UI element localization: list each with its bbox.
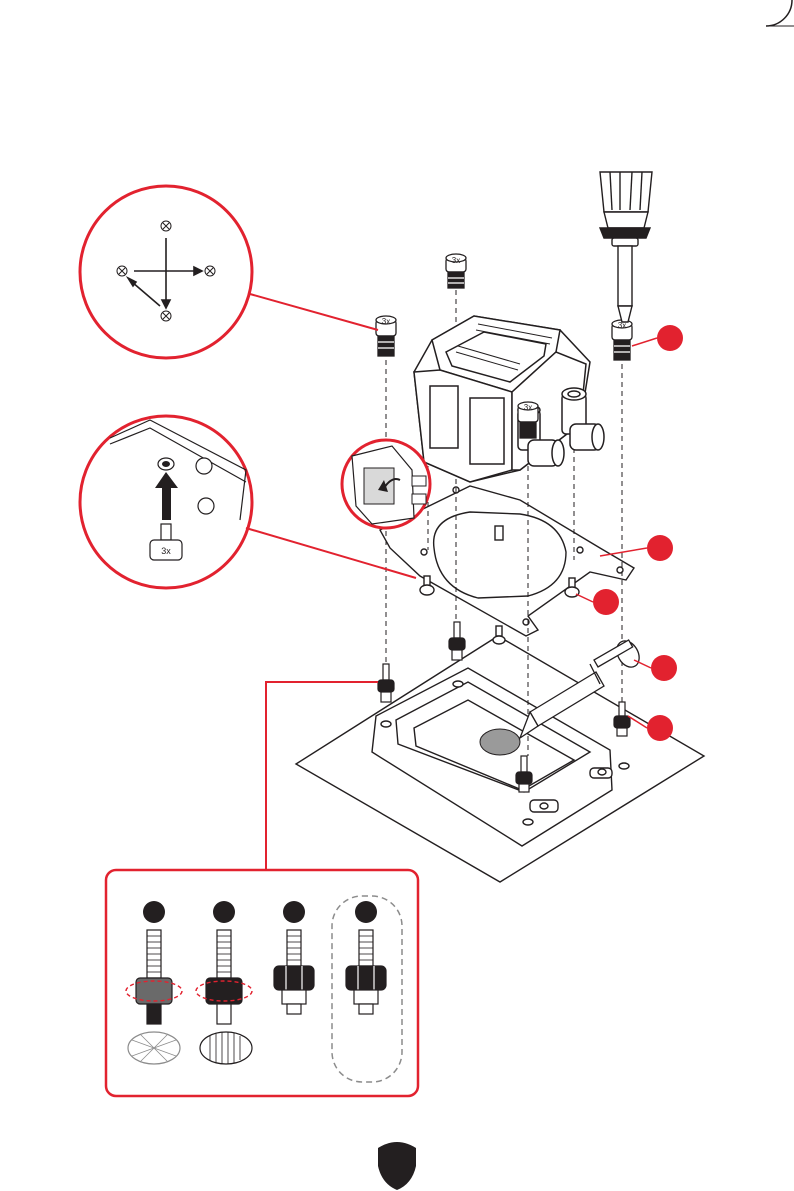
thumb-screw-left: 3x <box>376 316 396 356</box>
crop-mark-arc <box>766 0 792 26</box>
svg-text:3x: 3x <box>382 317 390 326</box>
socket-screw <box>540 803 548 809</box>
screwdriver-icon <box>600 172 652 322</box>
svg-text:3x: 3x <box>452 256 460 265</box>
thermal-paste-blob <box>480 729 520 755</box>
step-badge <box>651 655 677 681</box>
bracket-post <box>495 526 503 540</box>
thumb-screw-front: 3x <box>518 402 538 438</box>
pump-side-panel <box>470 398 504 464</box>
step-leaders <box>576 338 657 728</box>
svg-text:3x: 3x <box>524 403 532 412</box>
pump-side-panel <box>430 386 458 448</box>
brand-shield-icon <box>378 1142 416 1190</box>
socket-post <box>381 721 391 727</box>
step-badge <box>647 715 673 741</box>
step-badges <box>593 325 683 741</box>
fitting-right <box>562 388 604 450</box>
step-badge <box>647 535 673 561</box>
step-badge <box>657 325 683 351</box>
standoff-front-left <box>378 664 394 702</box>
standoff-variants-box <box>106 870 418 1096</box>
thumb-screw-back: 3x <box>446 254 466 288</box>
bracket-window <box>434 512 566 598</box>
socket-post <box>619 763 629 769</box>
knurl-vertical-lines <box>200 1032 252 1064</box>
svg-text:3x: 3x <box>161 546 171 556</box>
step-badge <box>593 589 619 615</box>
inset-screw-order <box>80 186 378 358</box>
socket-screw <box>598 769 606 775</box>
thumb-screw-right: 3x <box>612 320 632 360</box>
socket-post <box>523 819 533 825</box>
pump-block <box>414 316 604 482</box>
standoff-back <box>449 622 465 660</box>
socket-post <box>453 681 463 687</box>
motherboard-socket <box>296 636 704 882</box>
bracket-screw-small <box>493 626 505 644</box>
inset-pump-cap <box>342 440 430 528</box>
